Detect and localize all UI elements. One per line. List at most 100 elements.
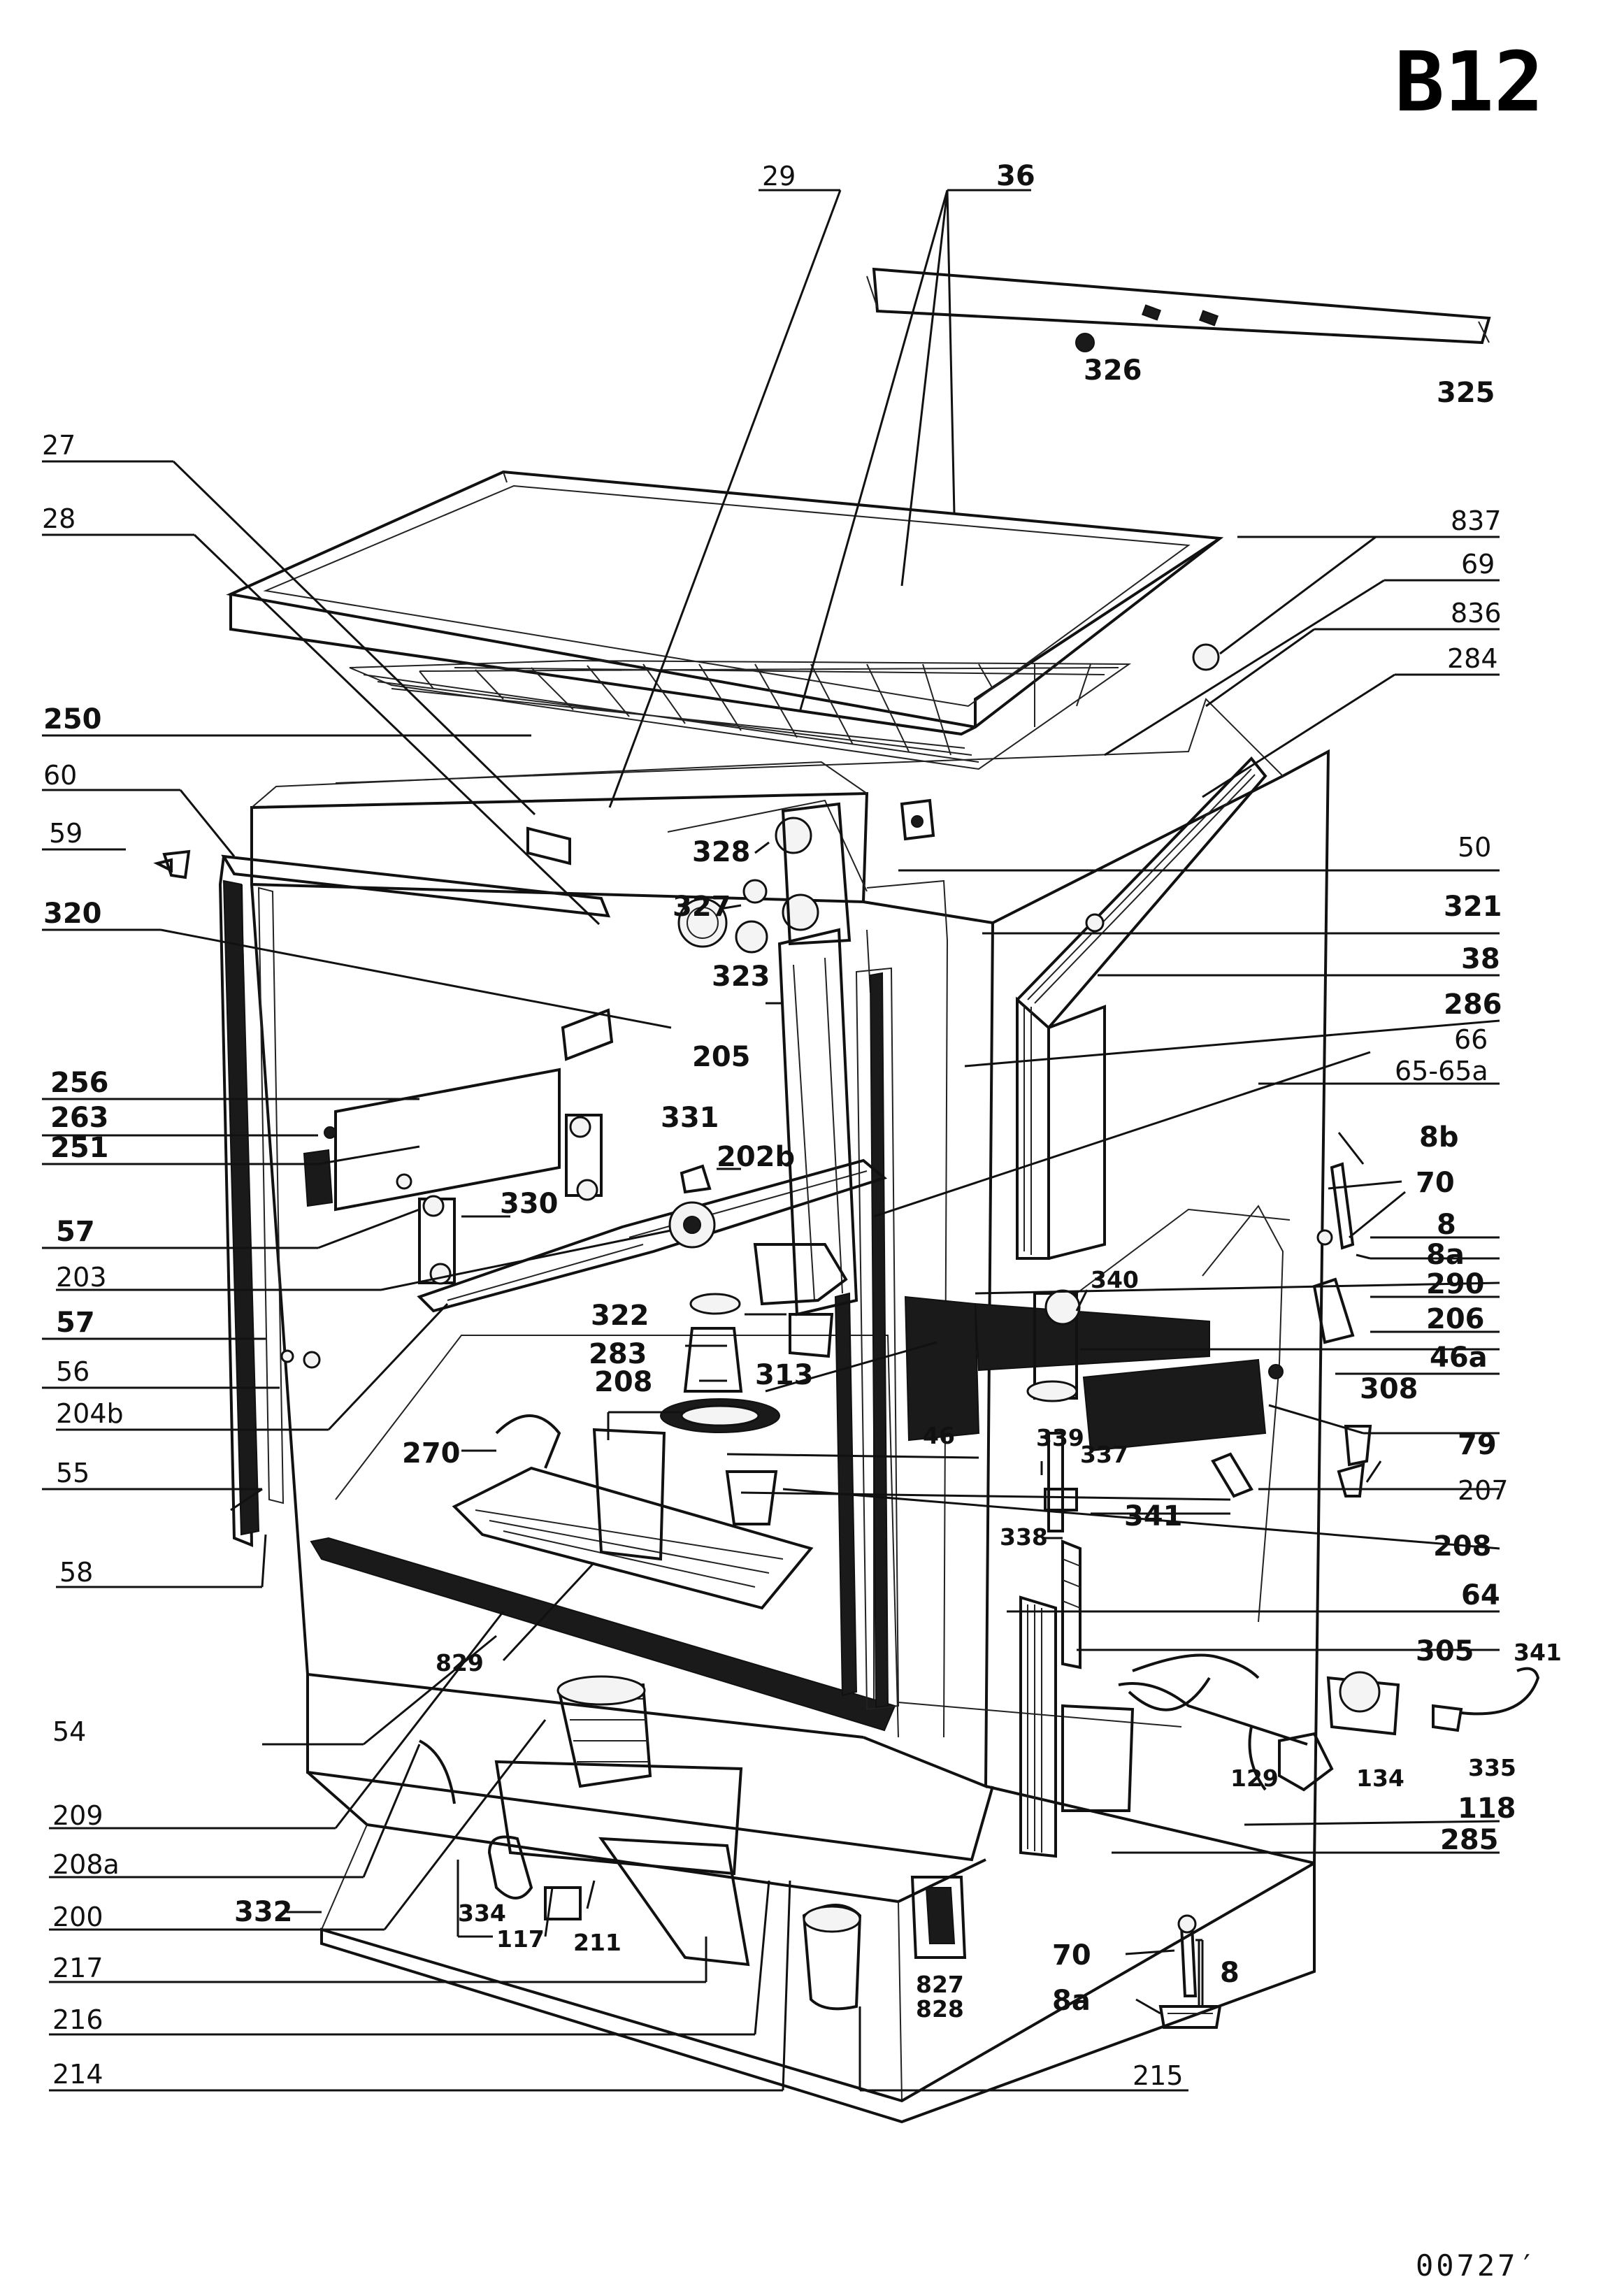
label-208a: 208a bbox=[52, 1849, 120, 1880]
label-66: 66 bbox=[1454, 1024, 1488, 1055]
upper-fittings bbox=[677, 802, 851, 954]
label-828: 828 bbox=[916, 1995, 964, 2023]
label-285: 285 bbox=[1440, 1824, 1499, 1856]
drain-pump bbox=[1026, 1162, 1540, 1792]
label-251: 251 bbox=[50, 1132, 109, 1164]
label-8a-top: 8a bbox=[1426, 1239, 1465, 1271]
label-28: 28 bbox=[42, 503, 76, 534]
label-331: 331 bbox=[661, 1102, 719, 1134]
top-bracket-bar bbox=[866, 267, 1491, 352]
sound-pads bbox=[904, 1295, 1267, 1452]
sheet-code: B12 bbox=[1395, 34, 1544, 130]
label-203: 203 bbox=[56, 1262, 107, 1293]
label-283: 283 bbox=[589, 1338, 647, 1370]
label-208-right: 208 bbox=[1433, 1530, 1492, 1563]
label-263: 263 bbox=[50, 1102, 109, 1134]
label-836: 836 bbox=[1451, 598, 1502, 629]
label-827: 827 bbox=[916, 1971, 964, 1998]
label-326: 326 bbox=[1084, 354, 1142, 387]
label-46: 46 bbox=[923, 1422, 955, 1449]
label-338: 338 bbox=[1000, 1523, 1048, 1551]
label-208-basket: 208 bbox=[594, 1366, 653, 1398]
label-54: 54 bbox=[52, 1716, 86, 1747]
label-327: 327 bbox=[673, 891, 731, 923]
label-270: 270 bbox=[402, 1437, 461, 1470]
worktop-lid bbox=[226, 470, 1224, 736]
label-341-right: 341 bbox=[1514, 1639, 1562, 1666]
label-328: 328 bbox=[692, 836, 751, 868]
label-334: 334 bbox=[458, 1899, 506, 1927]
label-323: 323 bbox=[712, 961, 770, 993]
label-27: 27 bbox=[42, 430, 76, 461]
label-60: 60 bbox=[43, 760, 77, 791]
drawing-number: 00727′ bbox=[1416, 2248, 1539, 2283]
label-214: 214 bbox=[52, 2059, 103, 2090]
left-fittings bbox=[162, 798, 935, 1369]
label-313: 313 bbox=[755, 1359, 814, 1391]
label-206: 206 bbox=[1426, 1303, 1485, 1335]
leveling-foot-detail bbox=[910, 1876, 1222, 2029]
label-284: 284 bbox=[1447, 643, 1498, 674]
label-118: 118 bbox=[1458, 1793, 1516, 1825]
part-labels: 29 36 326 325 27 28 837 69 836 284 250 6… bbox=[42, 160, 1562, 2091]
label-50: 50 bbox=[1458, 832, 1491, 863]
label-340: 340 bbox=[1091, 1266, 1139, 1293]
label-65-65a: 65-65a bbox=[1395, 1056, 1488, 1086]
side-insulation bbox=[1016, 756, 1267, 1858]
label-117: 117 bbox=[496, 1925, 545, 1953]
coarse-filter-basket bbox=[419, 1675, 862, 2011]
label-321: 321 bbox=[1444, 891, 1502, 923]
label-325: 325 bbox=[1437, 377, 1495, 409]
label-70-top: 70 bbox=[1416, 1167, 1455, 1199]
label-55: 55 bbox=[56, 1458, 89, 1488]
label-8-bottom: 8 bbox=[1220, 1957, 1239, 1989]
label-64: 64 bbox=[1461, 1579, 1500, 1611]
label-57-upper: 57 bbox=[56, 1216, 95, 1248]
label-286: 286 bbox=[1444, 989, 1502, 1021]
label-8a-bottom: 8a bbox=[1052, 1985, 1091, 2017]
label-205: 205 bbox=[692, 1041, 751, 1073]
label-134: 134 bbox=[1356, 1765, 1404, 1792]
label-305: 305 bbox=[1416, 1635, 1474, 1667]
label-256: 256 bbox=[50, 1067, 109, 1099]
label-38: 38 bbox=[1461, 943, 1500, 975]
label-308: 308 bbox=[1360, 1373, 1418, 1405]
label-129: 129 bbox=[1230, 1765, 1279, 1792]
label-200: 200 bbox=[52, 1902, 103, 1932]
label-58: 58 bbox=[59, 1557, 93, 1588]
label-79: 79 bbox=[1458, 1429, 1497, 1461]
label-330: 330 bbox=[500, 1188, 559, 1220]
grid-filter-mat bbox=[349, 659, 1132, 770]
label-320: 320 bbox=[43, 898, 102, 930]
label-8-top: 8 bbox=[1437, 1209, 1456, 1241]
label-207: 207 bbox=[1458, 1475, 1509, 1506]
label-46a: 46a bbox=[1430, 1342, 1488, 1374]
label-322: 322 bbox=[591, 1300, 649, 1332]
label-56: 56 bbox=[56, 1356, 89, 1387]
label-8b: 8b bbox=[1419, 1121, 1458, 1154]
label-202b: 202b bbox=[717, 1141, 795, 1173]
label-250: 250 bbox=[43, 703, 102, 735]
leader-lines bbox=[42, 189, 1500, 2092]
small-parts bbox=[153, 643, 1365, 1497]
label-211: 211 bbox=[573, 1929, 621, 1956]
label-29: 29 bbox=[762, 161, 796, 192]
label-335: 335 bbox=[1468, 1754, 1516, 1781]
label-36: 36 bbox=[996, 160, 1035, 192]
label-339: 339 bbox=[1036, 1424, 1084, 1451]
label-70-bottom: 70 bbox=[1052, 1939, 1091, 1971]
label-59: 59 bbox=[49, 818, 82, 849]
label-337: 337 bbox=[1080, 1441, 1128, 1468]
label-829: 829 bbox=[436, 1649, 484, 1676]
label-215: 215 bbox=[1133, 2060, 1184, 2091]
label-69: 69 bbox=[1461, 549, 1495, 580]
label-332: 332 bbox=[234, 1896, 293, 1928]
filter-tray bbox=[452, 1414, 814, 1610]
spray-arm-assembly bbox=[417, 928, 888, 1433]
label-209: 209 bbox=[52, 1800, 103, 1831]
label-837: 837 bbox=[1451, 505, 1502, 536]
label-204b: 204b bbox=[56, 1398, 124, 1429]
tub-interior bbox=[335, 799, 1291, 1738]
